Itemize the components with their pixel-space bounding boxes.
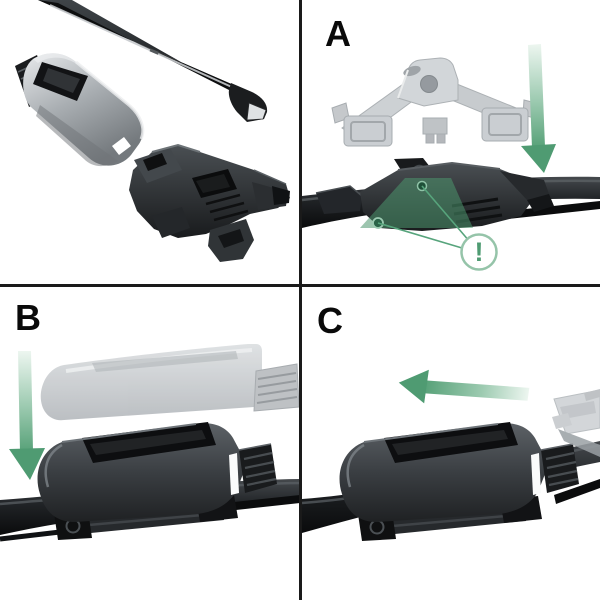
- step-c-illustration: [302, 369, 600, 541]
- warning-symbol: !: [475, 237, 484, 267]
- parts-illustration: [15, 0, 290, 262]
- divider-horizontal: [0, 284, 600, 287]
- step-b-illustration: [0, 344, 300, 542]
- end-cap-cover: [15, 53, 145, 167]
- panel-step-a: ! A: [302, 0, 600, 284]
- warning-icon: !: [377, 185, 498, 271]
- ghost-adapter: [331, 57, 541, 147]
- panel-parts: [0, 0, 300, 284]
- ghost-wiper-arm: [552, 389, 600, 457]
- left-arrow-icon: [398, 369, 530, 404]
- panel-step-c: C: [302, 287, 600, 600]
- down-arrow-icon: [9, 351, 45, 480]
- mounted-cover: [37, 422, 277, 522]
- wiper-arm: [38, 0, 268, 122]
- divider-vertical: [299, 0, 302, 600]
- step-c-label: C: [317, 300, 343, 341]
- adapter-clip: [129, 143, 290, 262]
- down-arrow-icon: [521, 44, 556, 173]
- mounted-cover: [339, 422, 579, 522]
- panel-step-b: B: [0, 287, 300, 600]
- step-b-label: B: [15, 297, 41, 338]
- step-a-illustration: !: [302, 44, 600, 271]
- step-a-label: A: [325, 13, 351, 54]
- ghost-cover: [40, 344, 300, 421]
